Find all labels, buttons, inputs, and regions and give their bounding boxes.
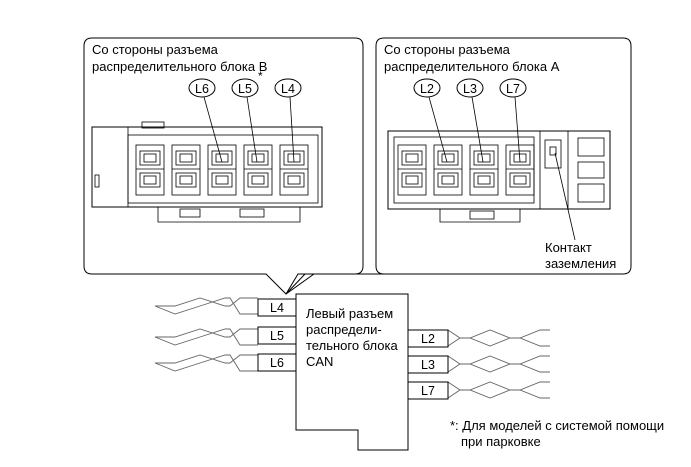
can-junction-block: Левый разъем распредели- тельного блока … xyxy=(295,293,409,451)
pin-bubble-l3 xyxy=(456,78,484,98)
left-wires xyxy=(154,297,258,372)
callout-connector-b: Со стороны разъема распределительного бл… xyxy=(83,37,364,295)
left-terminals: L4 L5 L6 xyxy=(257,298,297,372)
right-wires xyxy=(447,329,550,399)
svg-text:L7: L7 xyxy=(421,384,435,398)
cavity-b-3 xyxy=(207,144,237,196)
cavity-a-4 xyxy=(505,144,535,196)
pin-bubble-l2 xyxy=(413,78,441,98)
terminal-l2 xyxy=(407,329,449,348)
svg-text:L6: L6 xyxy=(270,356,284,370)
block-label-3: тельного блока xyxy=(306,338,398,353)
block-label-2: распредели- xyxy=(306,322,382,337)
svg-text:L4: L4 xyxy=(270,301,284,315)
cavity-a-3 xyxy=(469,144,499,196)
pin-label-l7: L7 xyxy=(506,82,520,96)
pin-label-l5: L5 xyxy=(238,82,252,96)
cavity-b-5 xyxy=(279,144,309,196)
block-label-4: CAN xyxy=(306,354,333,369)
pin-bubble-l4 xyxy=(274,78,302,98)
cavity-b-1 xyxy=(135,144,165,196)
cavity-b-2 xyxy=(171,144,201,196)
terminal-l5 xyxy=(257,326,297,345)
connector-b-drawing xyxy=(91,121,323,223)
callout-b-caption-2: распределительного блока B xyxy=(92,59,267,74)
connector-a-drawing xyxy=(387,130,611,223)
cavity-a-1 xyxy=(397,144,427,196)
pin-bubble-l6 xyxy=(188,78,216,98)
pin-label-l4: L4 xyxy=(281,82,295,96)
pin-asterisk: * xyxy=(258,69,263,83)
terminal-l4 xyxy=(257,298,297,317)
ground-label-1: Контакт xyxy=(545,240,592,255)
footnote-line-1: *: Для моделей с системой помощи xyxy=(450,418,664,433)
svg-text:L5: L5 xyxy=(270,329,284,343)
ground-label-2: заземления xyxy=(545,256,616,271)
callout-a-caption-1: Со стороны разъема xyxy=(384,42,511,57)
svg-text:L3: L3 xyxy=(421,358,435,372)
right-terminals: L2 L3 L7 xyxy=(407,329,449,400)
pin-label-l2: L2 xyxy=(420,82,434,96)
callout-b-caption-1: Со стороны разъема xyxy=(92,42,219,57)
pin-bubble-l7 xyxy=(499,78,527,98)
terminal-l7 xyxy=(407,381,449,400)
footnote-line-2: при парковке xyxy=(461,434,541,449)
callout-a-caption-2: распределительного блока A xyxy=(384,59,560,74)
cavity-a-2 xyxy=(433,144,463,196)
pin-label-l6: L6 xyxy=(195,82,209,96)
block-label-1: Левый разъем xyxy=(306,306,393,321)
terminal-l3 xyxy=(407,355,449,374)
pin-label-l3: L3 xyxy=(463,82,477,96)
cavity-b-4 xyxy=(243,144,273,196)
terminal-l6 xyxy=(257,353,297,372)
pin-bubble-l5 xyxy=(231,78,259,98)
callout-connector-a: Со стороны разъема распределительного бл… xyxy=(285,37,632,295)
svg-text:L2: L2 xyxy=(421,332,435,346)
